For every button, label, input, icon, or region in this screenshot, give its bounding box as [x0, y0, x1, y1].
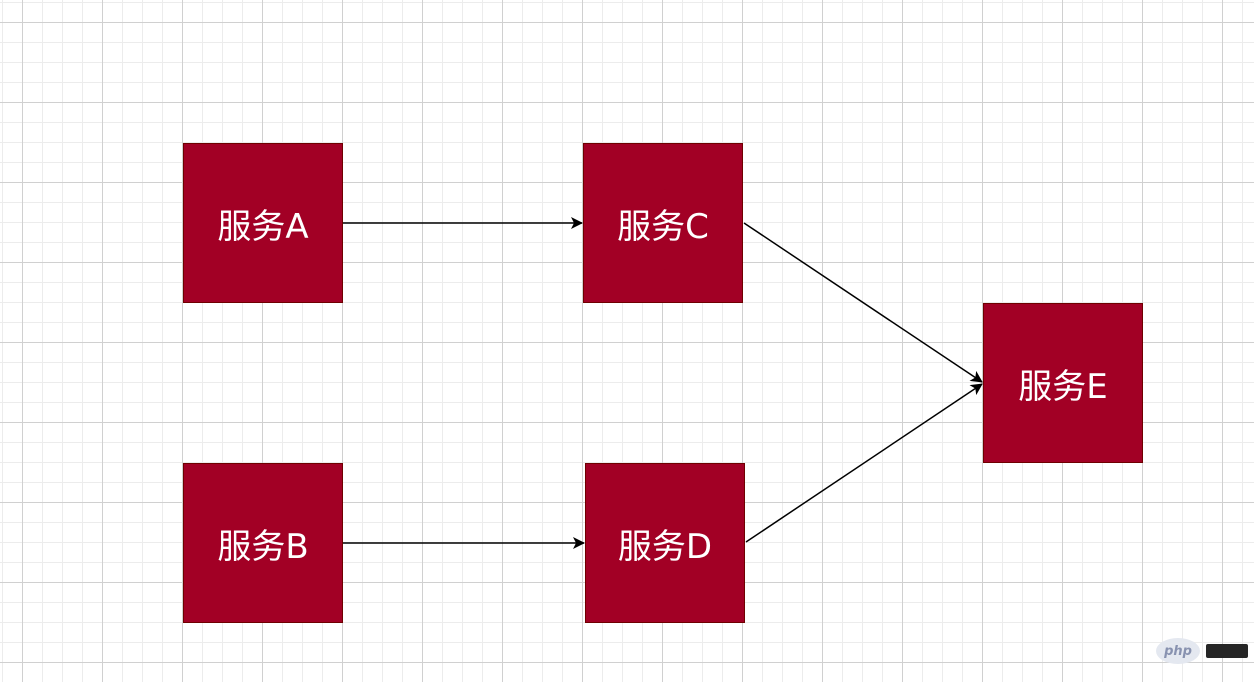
node-service-c[interactable]: 服务C: [583, 143, 743, 303]
watermark: php: [1156, 638, 1248, 664]
edge-d-to-e[interactable]: [745, 383, 983, 543]
node-service-b-label: 服务B: [217, 526, 309, 567]
node-service-d-label: 服务D: [617, 526, 713, 567]
edge-c-to-e[interactable]: [743, 222, 983, 383]
node-service-a-label: 服务A: [217, 206, 309, 247]
node-service-e[interactable]: 服务E: [983, 303, 1143, 463]
watermark-bar: [1206, 644, 1248, 658]
node-service-c-label: 服务C: [617, 206, 709, 247]
node-service-d[interactable]: 服务D: [585, 463, 745, 623]
php-logo-icon: php: [1156, 638, 1200, 664]
node-service-a[interactable]: 服务A: [183, 143, 343, 303]
php-logo-text: php: [1164, 643, 1192, 659]
node-service-e-label: 服务E: [1018, 366, 1108, 407]
node-service-b[interactable]: 服务B: [183, 463, 343, 623]
